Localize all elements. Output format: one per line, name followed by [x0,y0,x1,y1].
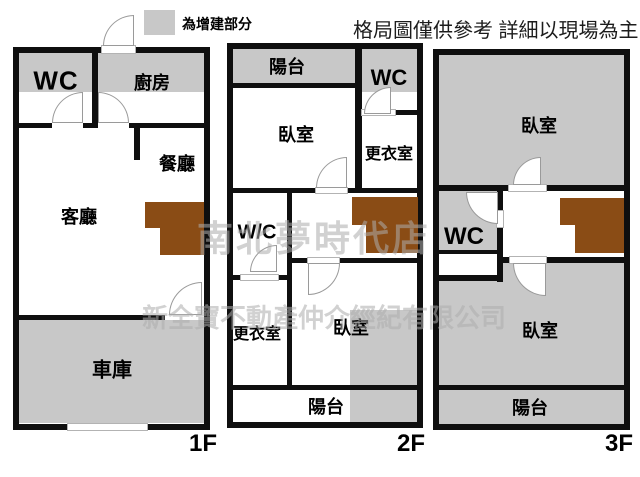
2f-front-balcony-addition-fill [233,49,355,83]
1f-staircase-upper [145,202,204,228]
1f-mid-wall-a [19,123,52,128]
2f-bedroom-threshold [315,187,348,194]
1f-wc-label: WC [33,65,79,96]
2f-wc-addition-fill [362,49,417,92]
1f-mid-wall-c [129,123,204,128]
2f-wc-mid-wall-b [278,275,287,280]
1f-entrance-threshold [101,45,136,54]
3f-mid-wall-b [546,185,624,191]
3f-front-bedroom-threshold [508,184,547,192]
3f-wc-label: WC [444,223,484,250]
2f-wc-bottom-wall [395,110,417,115]
2f-rear-balcony-wall [233,385,417,390]
2f-mid-wall-b [347,188,417,193]
3f-wc-right-wall-b [497,228,503,282]
3f-rear-wall-b [546,257,624,263]
3f-floor-label: 3F [605,430,634,457]
1f-dining-label: 餐廳 [159,154,195,174]
3f-rear-wall-a [503,257,510,263]
2f-floor-label: 2F [397,430,426,457]
2f-balcony-wall [233,83,362,88]
2f-front-closet-label: 更衣室 [364,146,414,163]
2f-rear-bedroom-label: 臥室 [333,318,369,338]
2f-staircase-upper [352,197,418,225]
3f-wc-alcove [439,254,497,275]
2f-rear-closet-label: 更衣室 [232,326,282,343]
3f-outer-wall [433,49,630,430]
2f-mid-wall-a [233,188,316,193]
3f-wc-alcove-wall [439,250,503,254]
3f-staircase-upper [560,198,624,225]
2f-hall-left-wall [287,193,292,390]
disclaimer-text: 格局圖僅供參考 詳細以現場為主 [353,20,639,42]
2f-front-balcony-label: 陽台 [269,57,305,77]
3f-balcony-addition-fill [439,390,624,424]
2f-rear-balcony-label: 陽台 [308,397,344,417]
3f-balcony-label: 陽台 [512,398,548,418]
1f-garage-label: 車庫 [92,359,132,382]
2f-rear-wall-a [292,258,308,263]
3f-wc-bottom-wall [439,275,503,281]
3f-wc-right-wall-a [497,191,503,211]
1f-living-label: 客廳 [61,207,97,227]
3f-staircase-lower [575,225,624,253]
1f-garage-wall [19,315,165,320]
2f-balcony-addition-fill [350,390,417,422]
2f-rear-wall-b [339,258,417,263]
2f-wc-mid-label: W/C [237,221,277,244]
1f-garage-addition-fill [19,320,204,423]
legend-label: 為增建部分 [182,16,252,32]
1f-kitchen-label: 廚房 [134,73,170,93]
3f-rear-bedroom-addition-fill-b [439,281,624,385]
2f-front-bedroom-label: 臥室 [278,125,314,145]
1f-staircase-lower [160,228,204,255]
1f-entrance-door-arc [103,15,134,46]
2f-bedroom-right-wall [355,49,362,188]
1f-wc-addition-fill [19,53,92,92]
2f-wc-mid-threshold [240,274,279,281]
2f-outer-wall [227,43,423,428]
1f-floor-label: 1F [189,430,218,457]
2f-wc-top-label: WC [370,65,408,90]
2f-bedroom-addition-fill [350,310,417,385]
3f-front-bedroom-label: 臥室 [521,116,557,136]
legend-addition-swatch [144,10,175,35]
1f-mid-wall-b [83,123,98,128]
1f-garage-gate-opening [67,423,148,431]
3f-balcony-wall [439,385,624,390]
1f-dining-stub-wall [134,128,140,160]
2f-staircase-lower [366,225,418,253]
1f-kitchen-addition-fill [98,53,204,92]
3f-rear-bedroom-label: 臥室 [522,321,558,341]
1f-wc-kitchen-wall [92,53,98,123]
3f-mid-wall-a [439,185,509,191]
2f-wc-mid-wall-a [233,275,241,280]
